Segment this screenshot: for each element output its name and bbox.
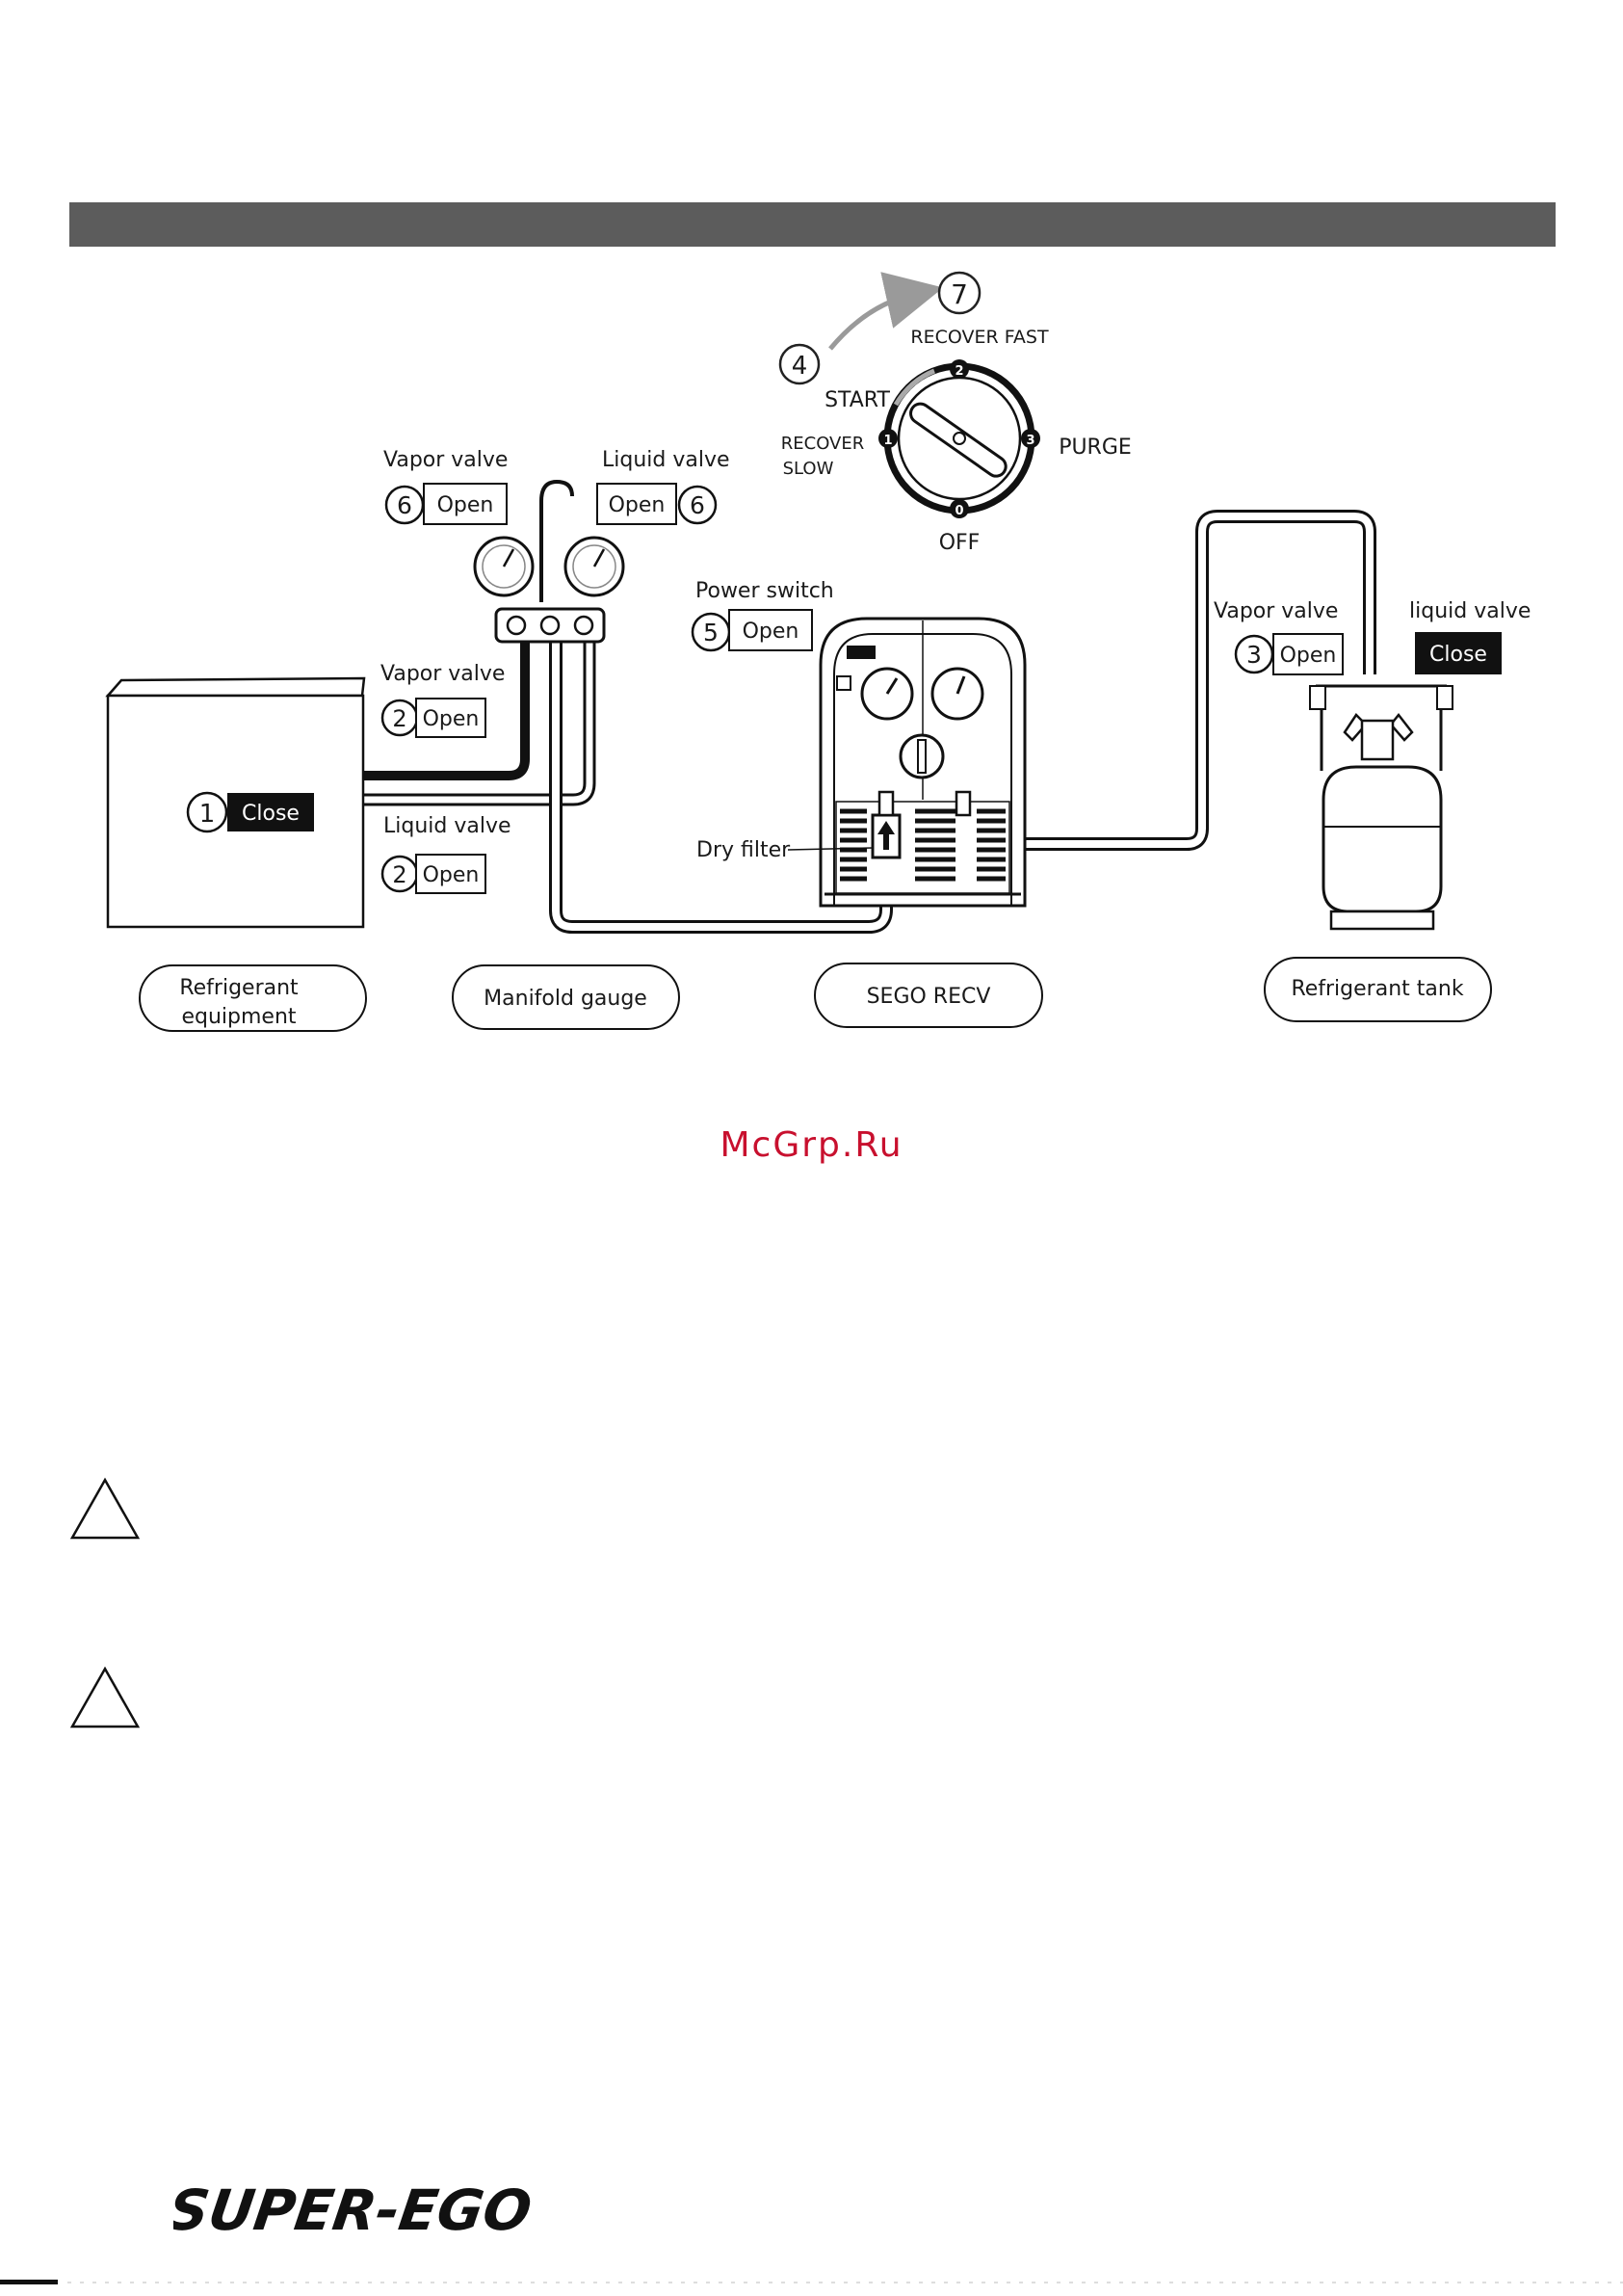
tank-foot-ring	[1331, 911, 1433, 929]
caption-pills: Refrigerant equipment Manifold gauge SEG…	[140, 958, 1491, 1031]
dial-position-2-label: 2	[955, 364, 963, 379]
section-header-bar	[69, 202, 1556, 247]
super-ego-logo: SUPER-EGO	[173, 2177, 539, 2241]
tank-vapor-open-text: Open	[1280, 644, 1337, 668]
rotate-arrow-icon	[830, 294, 915, 349]
warning-triangle-icon	[69, 1666, 141, 1729]
dial-center-icon	[954, 433, 965, 444]
unit-switch	[837, 676, 851, 690]
mode-dial: 4 7 RECOVER FAST START PURGE RECOVER SLO…	[780, 273, 1132, 555]
power-switch-label: Power switch	[695, 579, 834, 603]
step-7-number: 7	[951, 278, 968, 310]
tank-vapor-valve-label: Vapor valve	[1214, 599, 1338, 623]
power-switch-step-number: 5	[703, 619, 719, 647]
caption-manifold-text: Manifold gauge	[484, 987, 647, 1011]
tank-liquid-close-text: Close	[1429, 643, 1487, 667]
caption-equipment-line2: equipment	[181, 1005, 296, 1029]
equipment-vapor-step-number: 2	[392, 705, 406, 732]
refrigerant-tank	[1310, 686, 1453, 929]
equipment-top	[108, 678, 364, 696]
manifold-vapor-open-text: Open	[437, 493, 494, 517]
caption-tank-text: Refrigerant tank	[1291, 977, 1463, 1001]
tank-liquid-valve-label: liquid valve	[1409, 599, 1531, 623]
caption-equipment-line1: Refrigerant	[179, 976, 299, 1000]
dial-position-0-label: 0	[955, 504, 963, 518]
dial-label-off: OFF	[939, 531, 981, 555]
dry-filter-label: Dry filter	[696, 838, 791, 862]
unit-power-indicator	[847, 646, 876, 659]
dial-position-1-label: 1	[883, 434, 892, 448]
warning-triangle-icon	[69, 1477, 141, 1541]
manifold-liquid-step-number: 6	[690, 491, 705, 519]
caption-sego-text: SEGO RECV	[867, 985, 991, 1009]
footer-strip	[0, 2280, 1623, 2285]
manifold-vapor-valve-label: Vapor valve	[383, 448, 508, 472]
dial-label-purge: PURGE	[1059, 435, 1132, 460]
dial-label-recover-fast: RECOVER FAST	[910, 327, 1049, 348]
dial-label-slow: SLOW	[783, 459, 834, 479]
recovery-unit	[821, 619, 1025, 906]
equipment-liquid-step-number: 2	[392, 861, 406, 888]
tank-body	[1323, 767, 1441, 911]
svg-text:SUPER-EGO: SUPER-EGO	[173, 2177, 536, 2241]
manifold-vapor-step-number: 6	[397, 491, 412, 519]
manifold-liquid-valve-label: Liquid valve	[602, 448, 730, 472]
manifold-valve-labels: Vapor valve 6 Open Liquid valve Open 6	[383, 448, 730, 524]
equipment-step-1-number: 1	[199, 800, 216, 829]
tank-vapor-step-number: 3	[1246, 641, 1262, 669]
dial-position-3-label: 3	[1026, 434, 1034, 448]
equipment-liquid-open-text: Open	[423, 863, 480, 887]
unit-outlet-port	[956, 792, 970, 815]
equipment-close-text: Close	[242, 802, 300, 826]
watermark-text: McGrp.Ru	[0, 1125, 1623, 1165]
dial-label-recover-slow: RECOVER	[781, 434, 865, 454]
tank-vapor-valve-icon	[1391, 715, 1412, 740]
equipment-vapor-open-text: Open	[423, 707, 480, 731]
recovery-connection-diagram: 4 7 RECOVER FAST START PURGE RECOVER SLO…	[0, 251, 1623, 1079]
manifold-liquid-open-text: Open	[609, 493, 666, 517]
refrigerant-equipment: 1 Close	[108, 678, 364, 927]
dial-label-start: START	[825, 388, 890, 412]
equipment-vapor-valve-label: Vapor valve	[380, 662, 505, 686]
step-4-number: 4	[792, 352, 808, 381]
unit-inlet-port	[879, 792, 893, 815]
manifold-hook	[541, 482, 572, 602]
power-switch-open-text: Open	[743, 620, 799, 644]
equipment-liquid-valve-label: Liquid valve	[383, 814, 511, 838]
